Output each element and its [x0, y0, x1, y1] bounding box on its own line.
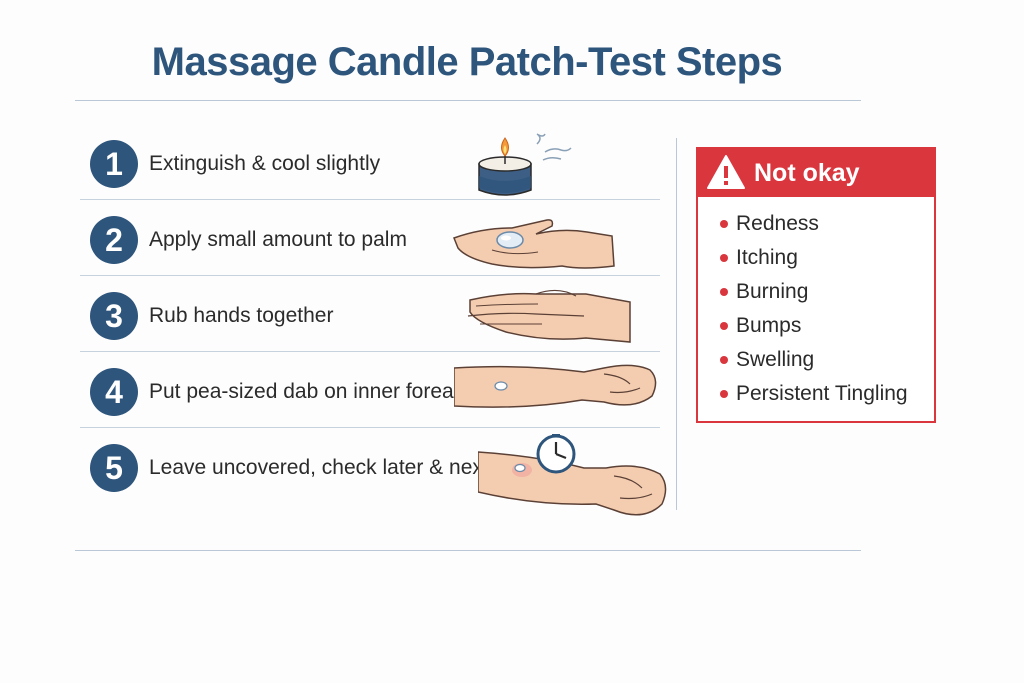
top-divider	[75, 100, 861, 101]
list-item: Burning	[720, 275, 934, 309]
list-item-text: Swelling	[736, 348, 815, 371]
step-5: 5 Leave uncovered, check later & next da…	[80, 434, 667, 516]
column-divider	[676, 138, 677, 510]
list-item-text: Redness	[736, 212, 819, 235]
step-text: Put pea-sized dab on inner forearm	[149, 380, 479, 403]
list-item: Swelling	[720, 343, 934, 377]
bottom-divider	[75, 550, 861, 551]
step-number: 5	[90, 444, 138, 492]
step-2: 2 Apply small amount to palm	[80, 206, 660, 276]
step-divider	[80, 351, 660, 352]
bullet-dot-icon	[720, 356, 728, 364]
list-item: Itching	[720, 241, 934, 275]
step-divider	[80, 275, 660, 276]
bullet-dot-icon	[720, 322, 728, 330]
forearm-clock-icon	[478, 434, 667, 516]
candle-icon	[478, 133, 572, 196]
step-text: Leave uncovered, check later & next day	[149, 456, 529, 479]
list-item: Redness	[720, 207, 934, 241]
forearm-dab-icon	[454, 364, 657, 408]
step-4: 4 Put pea-sized dab on inner forearm	[80, 358, 660, 428]
bullet-dot-icon	[720, 390, 728, 398]
list-item-text: Itching	[736, 246, 798, 269]
step-number: 2	[90, 216, 138, 264]
step-number: 3	[90, 292, 138, 340]
warning-header: Not okay	[698, 149, 934, 197]
step-divider	[80, 199, 660, 200]
warning-card: Not okay Redness Itching Burning Bumps S…	[696, 147, 936, 423]
step-text: Rub hands together	[149, 304, 334, 327]
palm-icon	[453, 219, 615, 269]
list-item-text: Bumps	[736, 314, 802, 337]
warning-list: Redness Itching Burning Bumps Swelling P…	[698, 197, 934, 411]
page-title: Massage Candle Patch-Test Steps	[151, 40, 783, 84]
list-item-text: Burning	[736, 280, 809, 303]
warning-triangle-icon	[707, 155, 745, 189]
step-text: Apply small amount to palm	[149, 228, 407, 251]
step-number: 4	[90, 368, 138, 416]
step-3: 3 Rub hands together	[80, 282, 660, 352]
step-number: 1	[90, 140, 138, 188]
list-item: Bumps	[720, 309, 934, 343]
list-item-text: Persistent Tingling	[736, 382, 908, 405]
bullet-dot-icon	[720, 288, 728, 296]
step-1: 1 Extinguish & cool slightly	[80, 130, 660, 200]
rubbing-hands-icon	[467, 289, 631, 343]
warning-label: Not okay	[754, 159, 860, 187]
bullet-dot-icon	[720, 254, 728, 262]
step-text: Extinguish & cool slightly	[149, 152, 381, 175]
bullet-dot-icon	[720, 220, 728, 228]
step-divider	[80, 427, 660, 428]
list-item: Persistent Tingling	[720, 377, 934, 411]
